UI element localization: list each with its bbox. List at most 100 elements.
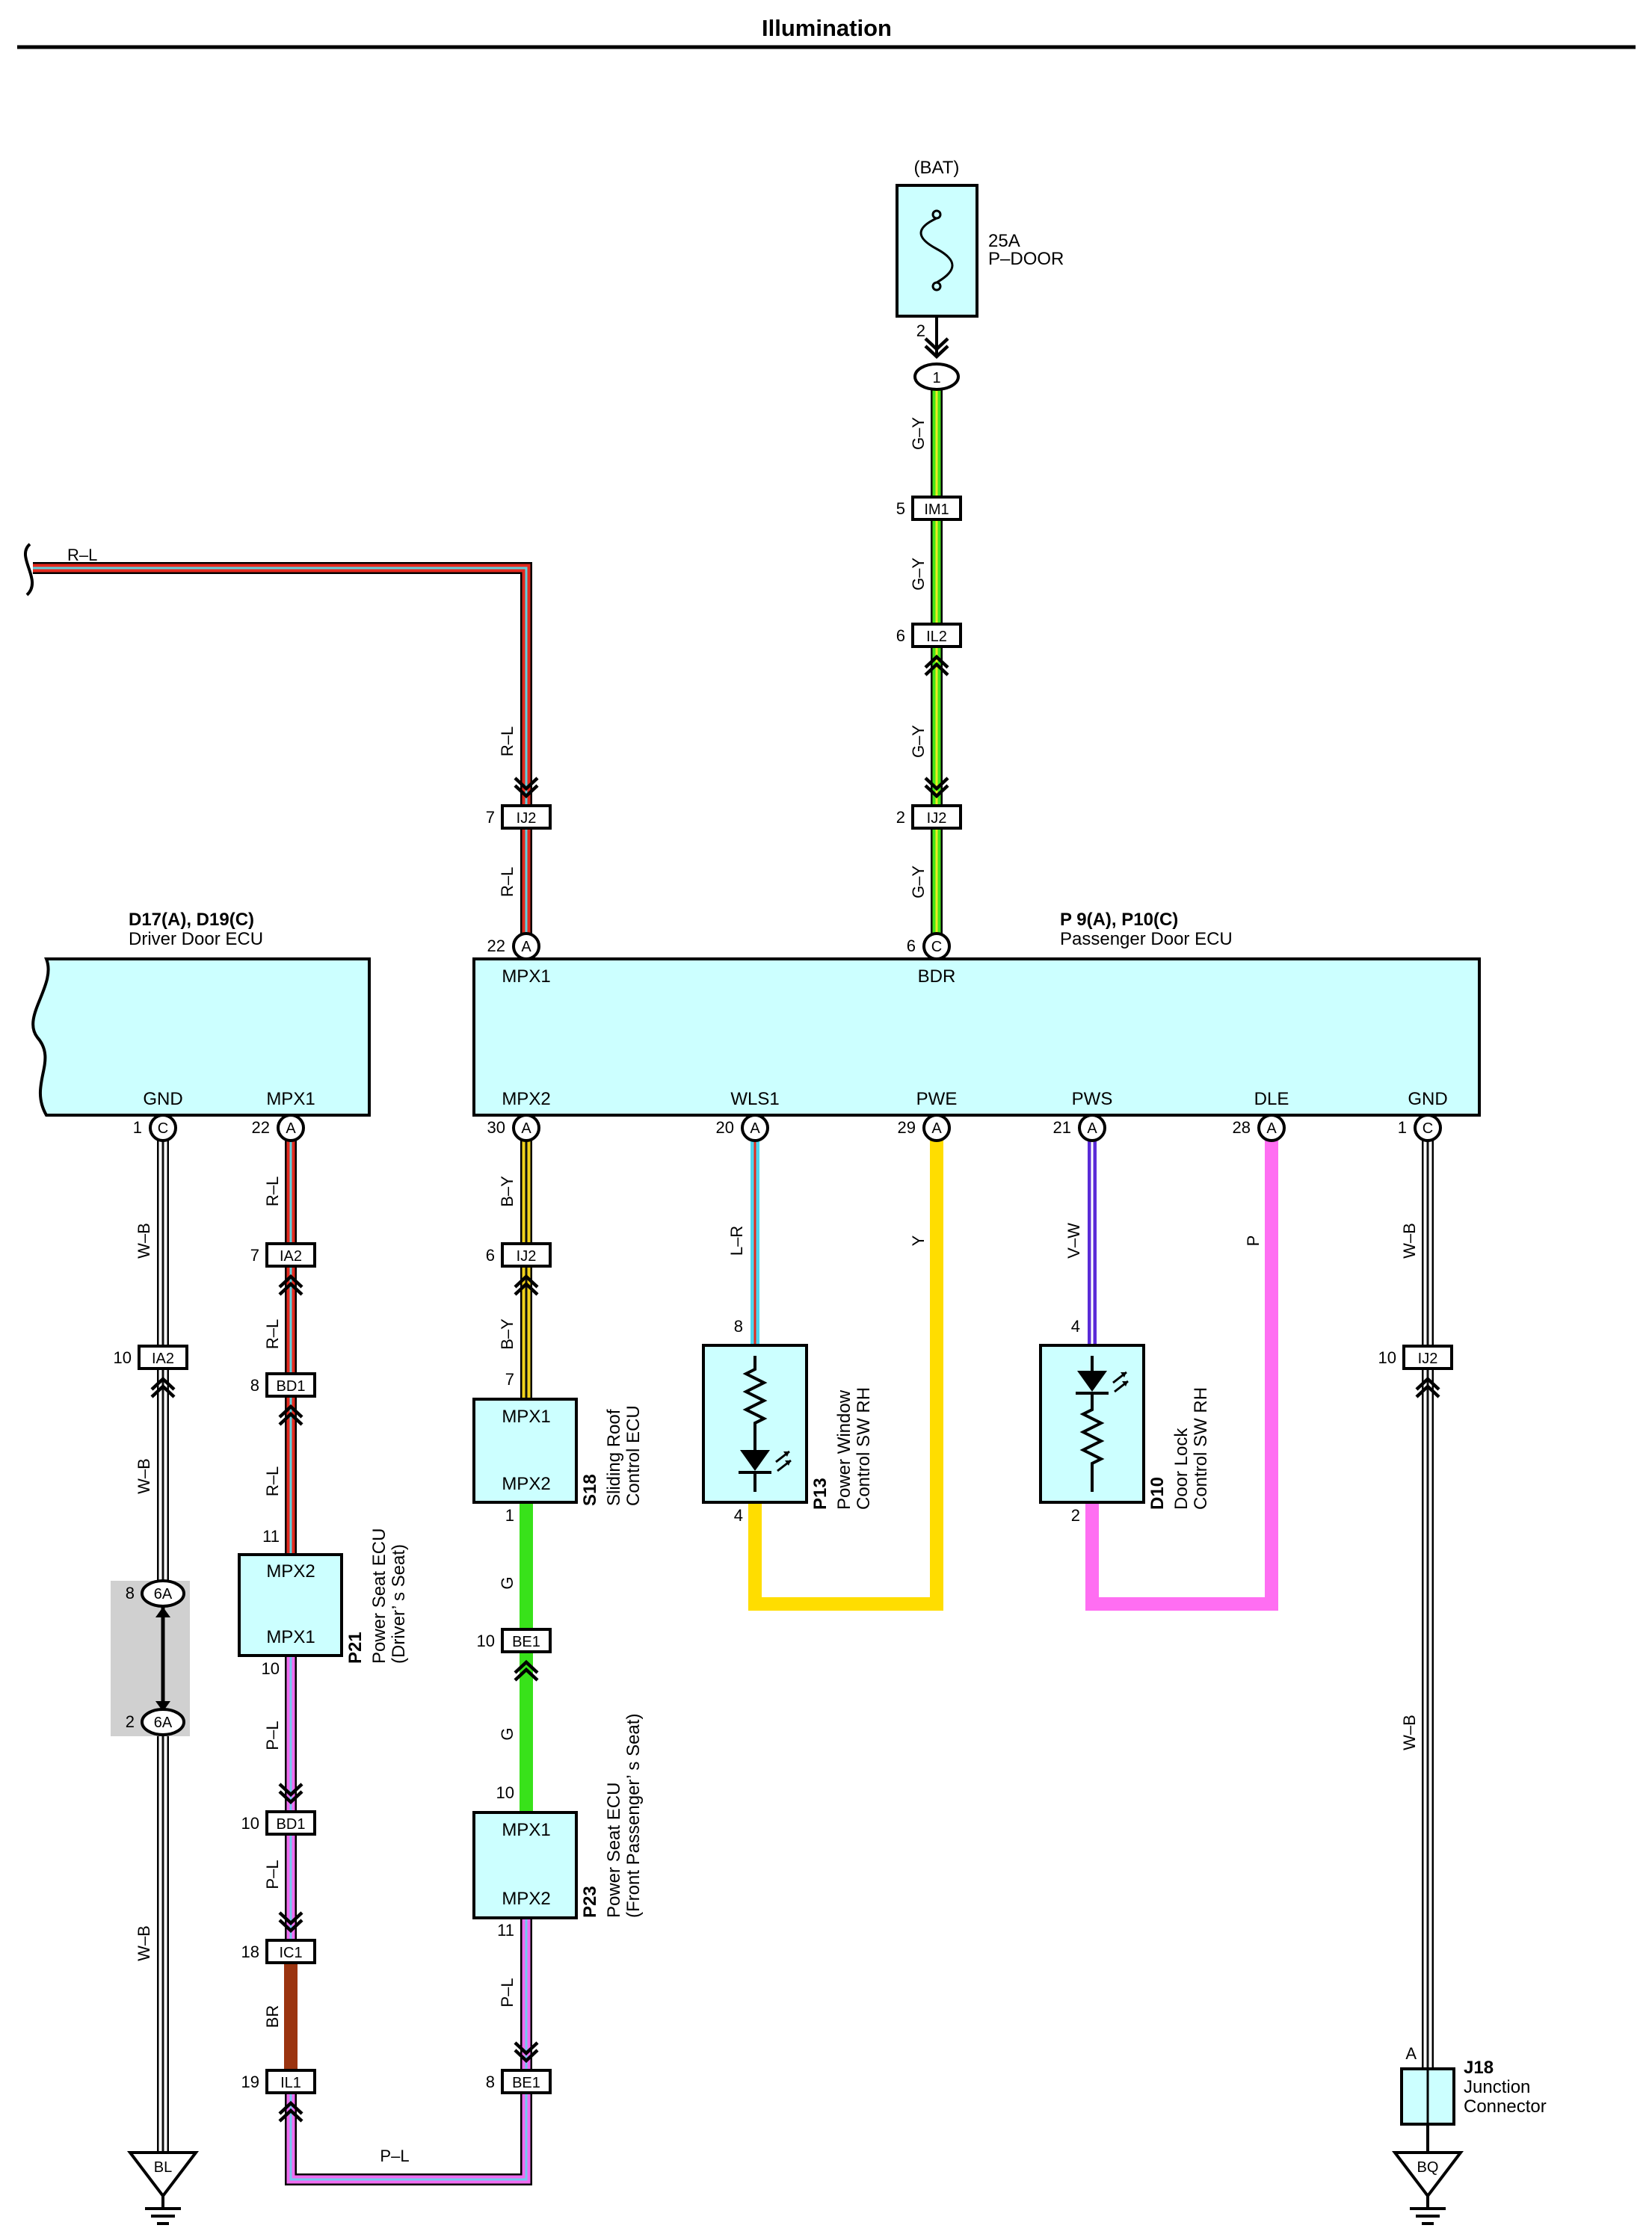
connector-pin: 8: [250, 1376, 259, 1395]
wire-p-l-bottom: [285, 1918, 532, 2185]
connector-box: [911, 623, 962, 648]
connector-label: IJ2: [927, 810, 947, 827]
svg-text:28: 28: [1233, 1118, 1251, 1137]
pin-circle: A 29: [898, 1114, 951, 1142]
svg-text:A: A: [1405, 2044, 1417, 2063]
ground-label: BQ: [1417, 2159, 1439, 2176]
ecu-pin-circles: A 22 C 6 C 1 A 22 A 30 A 20: [133, 932, 1442, 1142]
svg-text:21: 21: [1053, 1118, 1071, 1137]
wire-label: P–L: [380, 2147, 409, 2165]
ground-bl: BL: [126, 2151, 200, 2225]
ecu-name: Passenger Door ECU: [1060, 929, 1233, 949]
wire-y: [748, 1129, 943, 1611]
wire-label: R–L: [263, 1176, 282, 1206]
splice-label: 6A: [154, 1586, 173, 1602]
component-box: [472, 1811, 578, 1919]
ecu-code: P 9(A), P10(C): [1060, 910, 1178, 930]
pin-circle: A 21: [1053, 1114, 1106, 1142]
connector-box: [1402, 1345, 1453, 1370]
passenger-seat-ecu: MPX1 MPX2 10 11 P23 Power Seat ECU (Fron…: [472, 1714, 644, 1940]
ecu-box: [472, 957, 1481, 1117]
wire-label: R–L: [263, 1466, 282, 1496]
pin-label: PWS: [1072, 1089, 1113, 1109]
splice-pin: 2: [126, 1712, 135, 1731]
svg-text:A: A: [286, 1120, 296, 1137]
connector-pin: 7: [486, 808, 495, 827]
wire-label-r-l-top: R–L: [67, 546, 97, 564]
connector-box: [911, 804, 962, 830]
svg-text:P21: P21: [345, 1632, 366, 1664]
wire-label: L–R: [727, 1226, 746, 1256]
wire-p: [1085, 1129, 1278, 1611]
ground-icon: [1410, 2196, 1446, 2225]
svg-text:29: 29: [898, 1118, 916, 1137]
pin-label: MPX1: [502, 966, 550, 987]
wire-label: W–B: [135, 1925, 153, 1961]
fuse-icon: [919, 209, 954, 291]
svg-text:J18: J18: [1464, 2058, 1494, 2078]
fuse-name: P–DOOR: [988, 249, 1064, 269]
svg-text:A: A: [1266, 1120, 1277, 1137]
svg-text:1: 1: [505, 1506, 514, 1525]
svg-text:22: 22: [252, 1118, 270, 1137]
connector-label: IM1: [924, 502, 949, 518]
wire-label: Y: [909, 1235, 928, 1246]
svg-text:Power Window: Power Window: [834, 1389, 854, 1510]
svg-text:C: C: [931, 939, 942, 955]
connector-label: IL1: [280, 2075, 301, 2091]
connector-pin: 18: [241, 1943, 259, 1961]
pin-circle: C 1: [133, 1114, 177, 1142]
connector-pin: 6: [896, 626, 905, 645]
wires: [33, 381, 1434, 2185]
svg-text:Power Seat ECU: Power Seat ECU: [604, 1783, 624, 1918]
connector-pin: 10: [241, 1814, 259, 1833]
ecu-code: D17(A), D19(C): [129, 910, 254, 930]
wire-label: G–Y: [909, 558, 928, 590]
connector-pin: 7: [250, 1246, 259, 1265]
svg-text:Sliding Roof: Sliding Roof: [604, 1409, 624, 1506]
passenger-door-ecu: P 9(A), P10(C) Passenger Door ECU MPX1 B…: [472, 910, 1481, 1117]
pin-label: GND: [143, 1089, 182, 1109]
ground-label: BL: [154, 2159, 172, 2176]
svg-text:P23: P23: [580, 1886, 600, 1918]
svg-text:A: A: [750, 1120, 760, 1137]
fuse-box: [896, 184, 978, 318]
pin-label: MPX1: [266, 1089, 315, 1109]
svg-text:Control SW RH: Control SW RH: [854, 1387, 874, 1510]
svg-text:C: C: [158, 1120, 168, 1137]
splice-label: 6A: [154, 1715, 173, 1731]
wire-label: R–L: [498, 726, 517, 756]
connector-box: [265, 1810, 316, 1836]
svg-text:Power Seat ECU: Power Seat ECU: [369, 1528, 389, 1664]
wire-label: P–L: [263, 1721, 282, 1750]
connector-label: IJ2: [517, 810, 537, 827]
connector-box: [501, 2069, 552, 2094]
inline-connectors: IM1 5 IL2 6 IJ2 2 IJ2 7 IA2 10 IA2 7 BD1…: [114, 496, 1453, 2121]
svg-text:4: 4: [1071, 1317, 1080, 1336]
pin-label: MPX2: [502, 1089, 550, 1109]
pin-circle: A 22: [252, 1114, 305, 1142]
connector-label: IC1: [279, 1945, 302, 1961]
connector-box: [265, 1939, 316, 1964]
ecu-box: [31, 957, 371, 1117]
wire-label: R–L: [263, 1319, 282, 1349]
connector-label: IJ2: [517, 1248, 537, 1265]
svg-text:MPX1: MPX1: [266, 1627, 315, 1647]
svg-text:7: 7: [505, 1370, 514, 1389]
connector-pin: 6: [486, 1246, 495, 1265]
wire-label: W–B: [135, 1458, 153, 1494]
driver-door-ecu: D17(A), D19(C) Driver Door ECU GND MPX1: [31, 910, 371, 1117]
ground-triangle: [1391, 2151, 1464, 2199]
connector-label: BE1: [512, 1634, 540, 1650]
svg-text:30: 30: [487, 1118, 505, 1137]
connector-box: [265, 1372, 316, 1398]
wire-labels: G–Y G–Y G–Y G–Y R–L R–L R–L R–L R–L P–L …: [135, 417, 1419, 2165]
connector-label: BD1: [277, 1816, 306, 1833]
connector-label: IJ2: [1418, 1351, 1438, 1367]
svg-text:MPX1: MPX1: [502, 1407, 550, 1427]
svg-text:Door Lock: Door Lock: [1171, 1428, 1192, 1510]
wire-r-l-feed: [33, 562, 532, 943]
pin-circle: C 6: [907, 932, 951, 960]
connector-label: BD1: [277, 1378, 306, 1395]
door-lock-switch: 4 2 D10 Door Lock Control SW RH: [1039, 1317, 1211, 1525]
